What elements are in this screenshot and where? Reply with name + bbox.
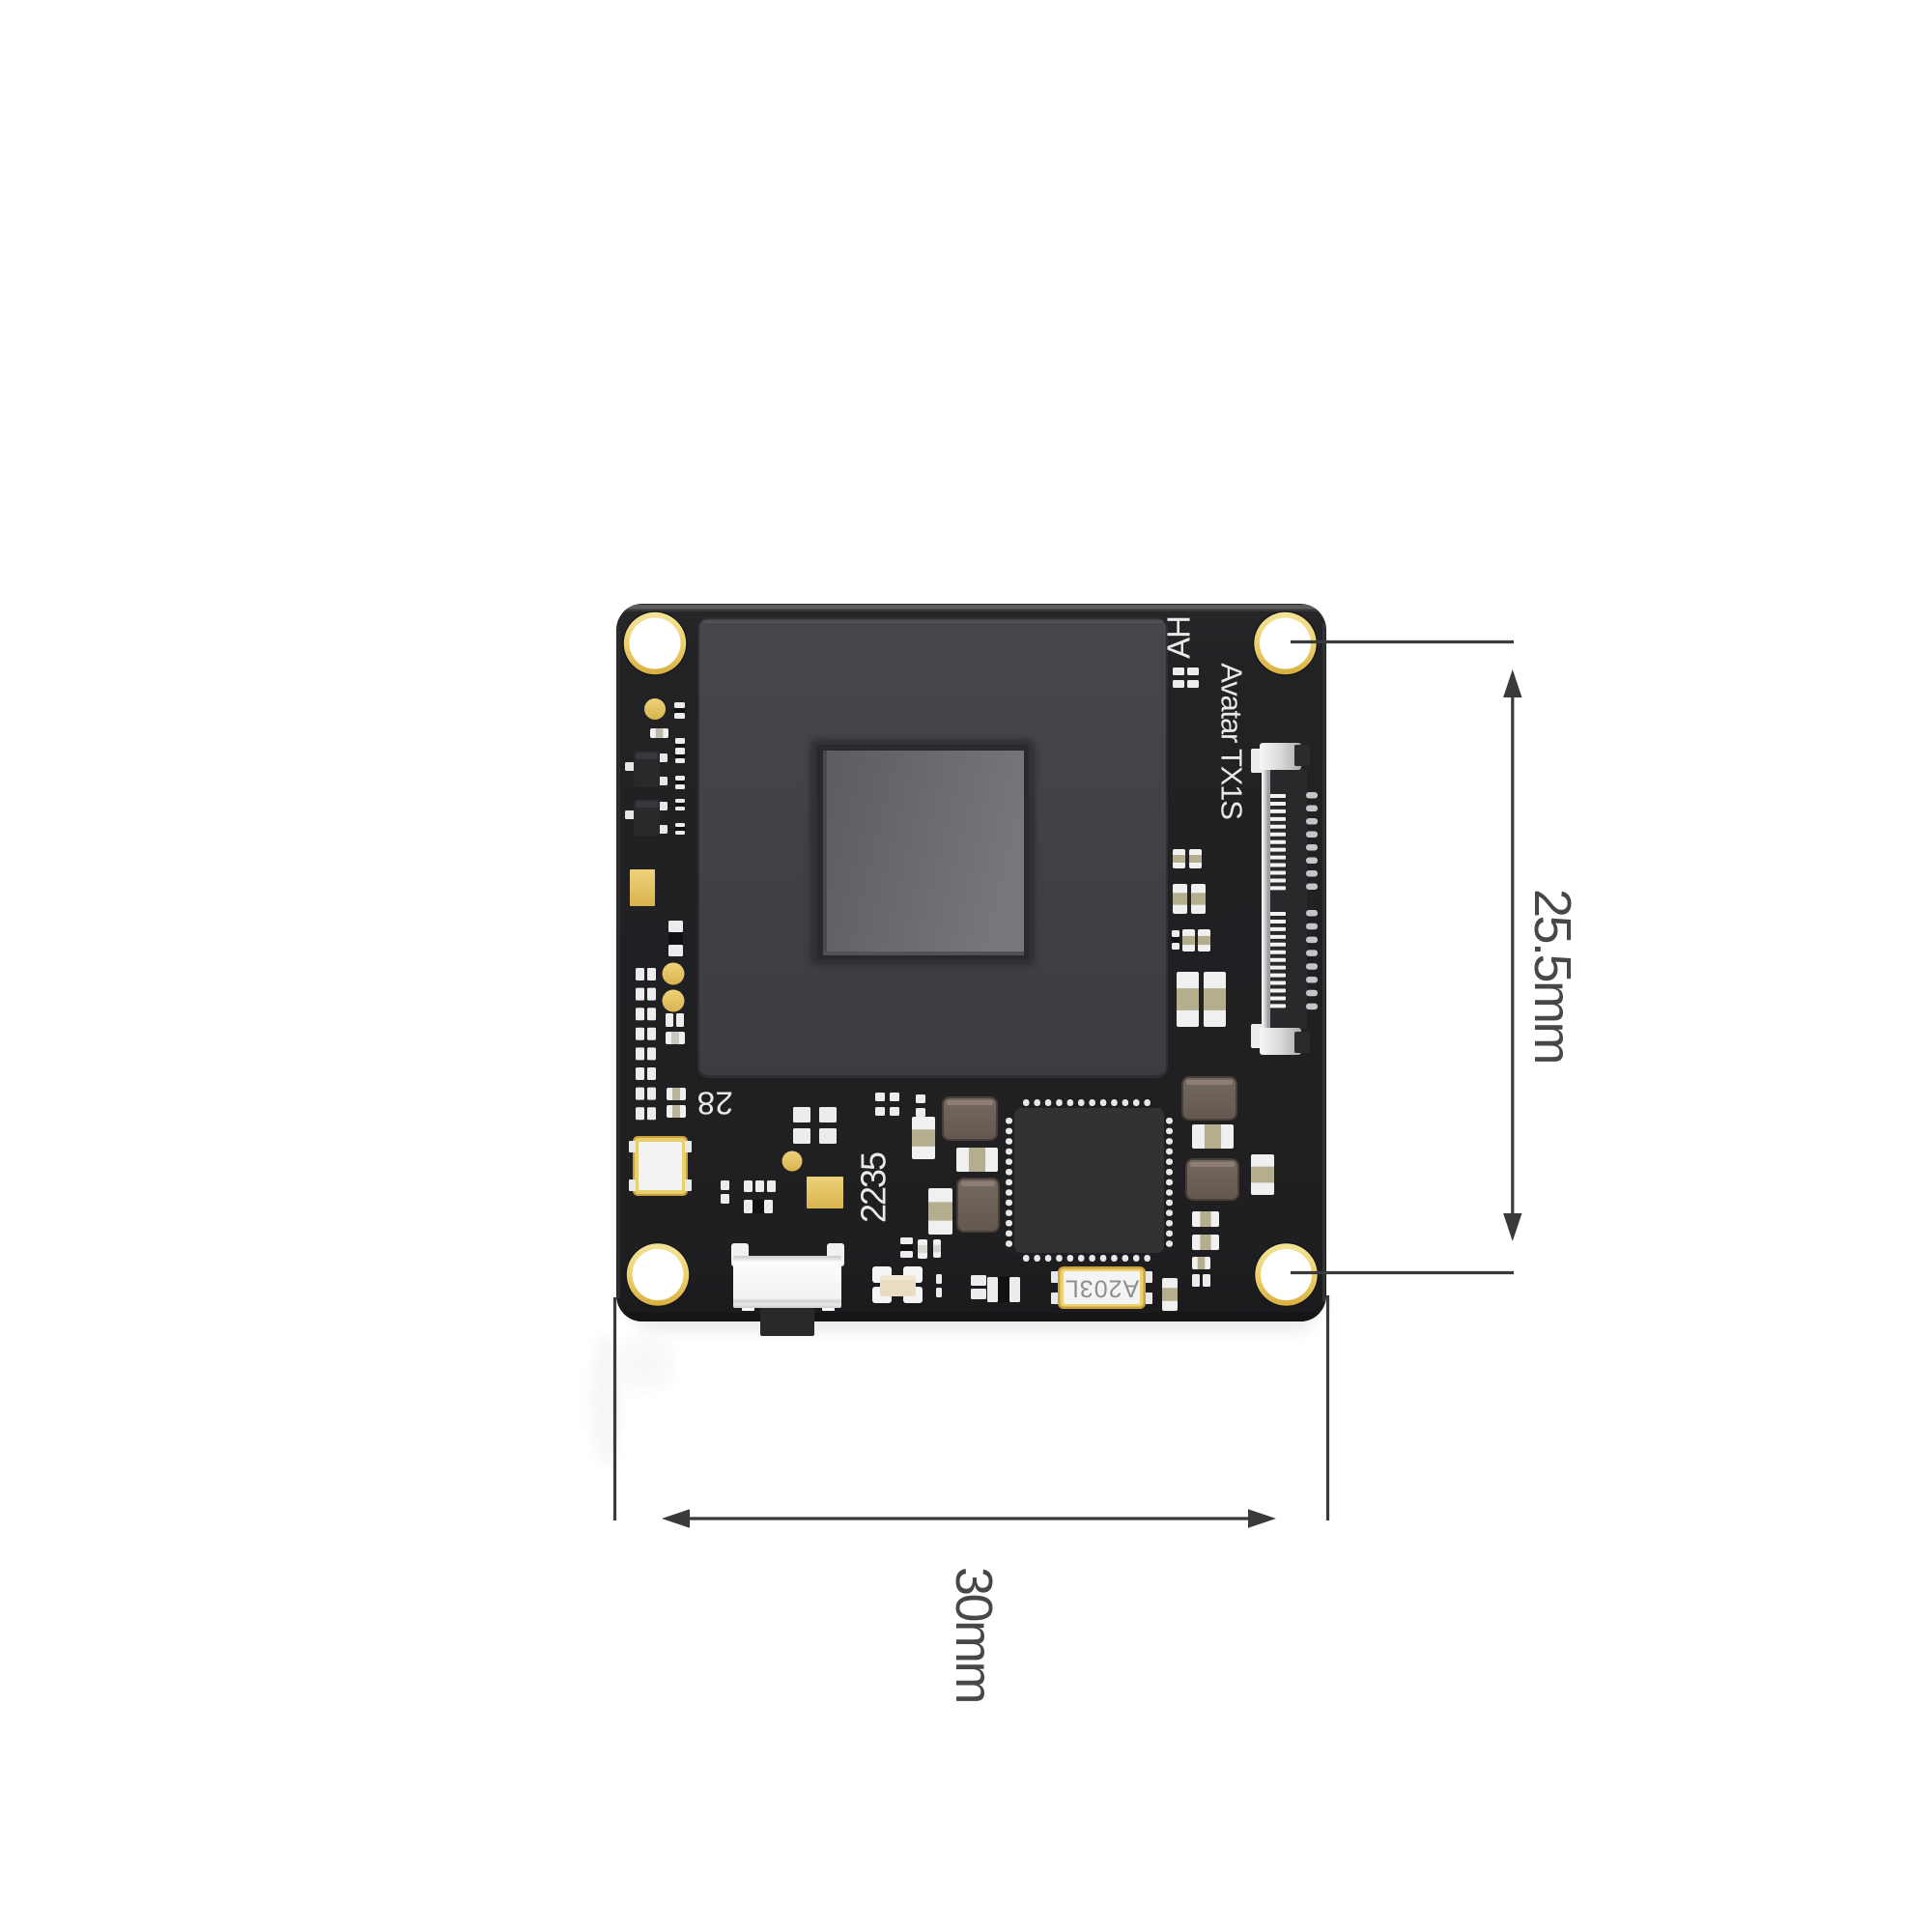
- svg-text:2235: 2235: [854, 1152, 894, 1223]
- svg-text:AH: AH: [1161, 616, 1197, 659]
- svg-text:A203L: A203L: [1065, 1275, 1139, 1302]
- svg-text:28: 28: [696, 1086, 733, 1122]
- svg-text:30mm: 30mm: [945, 1567, 1003, 1702]
- svg-text:25.5mm: 25.5mm: [1523, 889, 1581, 1063]
- svg-text:Avatar TX1S: Avatar TX1S: [1215, 663, 1249, 819]
